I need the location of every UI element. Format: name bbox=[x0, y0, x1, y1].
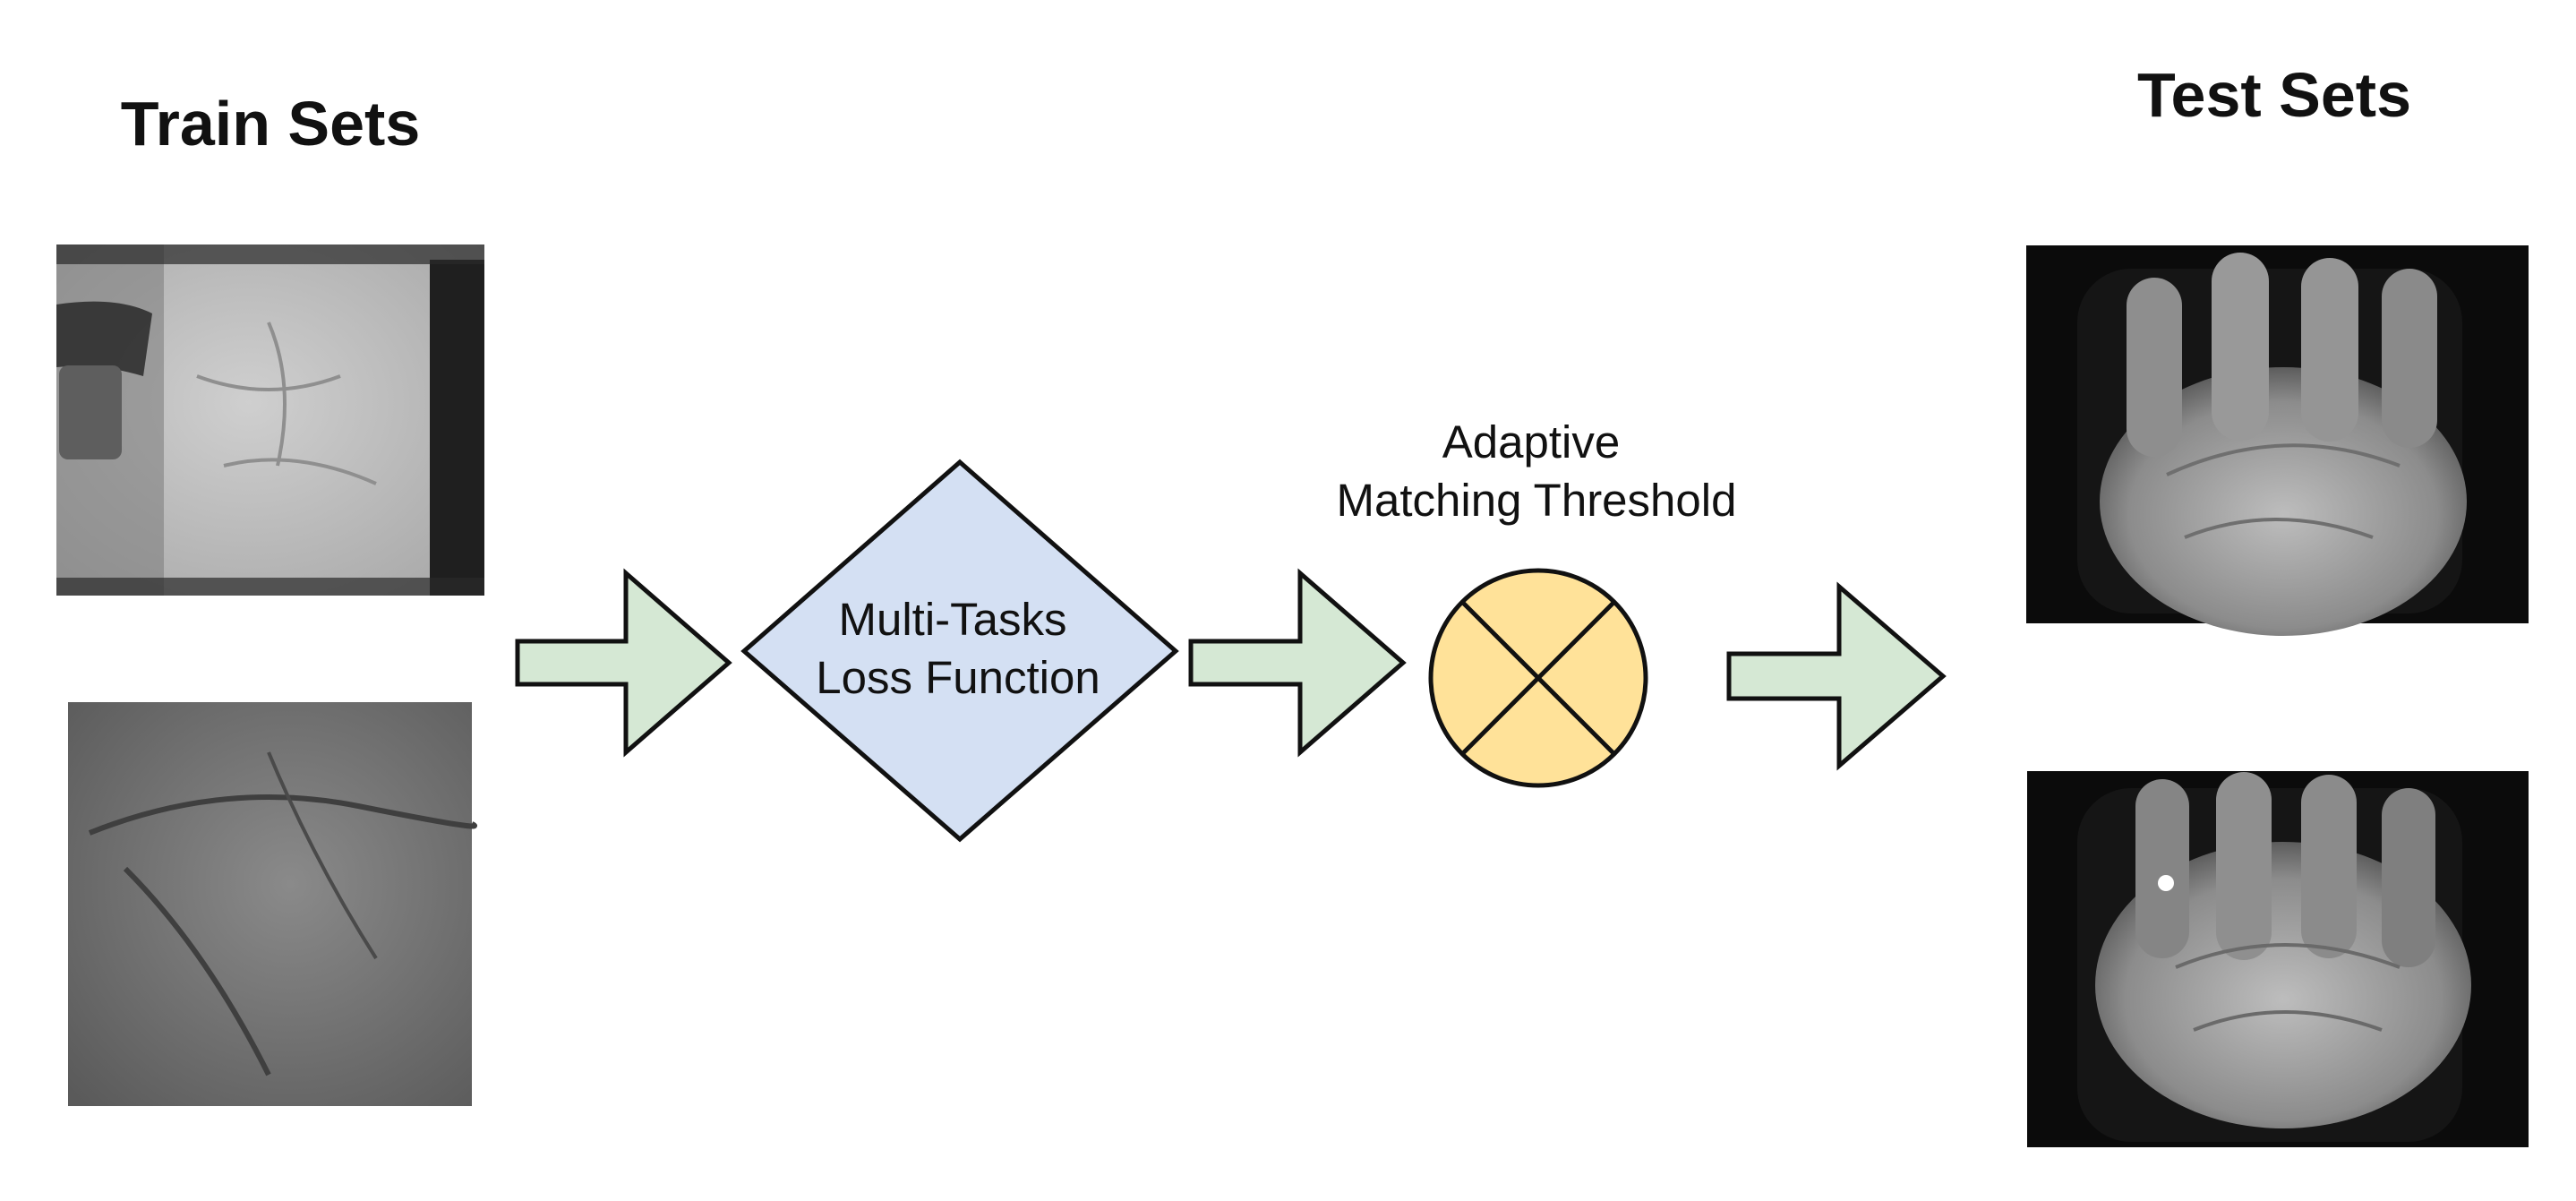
threshold-label-line2: Matching Threshold bbox=[1337, 475, 1737, 526]
multi-tasks-loss-node: Multi-Tasks Loss Function bbox=[740, 459, 1179, 843]
train-sets-title: Train Sets bbox=[121, 89, 421, 159]
loss-node-line2: Loss Function bbox=[816, 652, 1100, 703]
test-sets-title: Test Sets bbox=[2137, 60, 2411, 130]
loss-node-line1: Multi-Tasks bbox=[838, 594, 1066, 645]
x-circle-icon bbox=[1428, 568, 1648, 788]
test-image-palm-2 bbox=[2027, 771, 2529, 1147]
threshold-label-line1: Adaptive bbox=[1442, 416, 1620, 468]
right-arrow-icon bbox=[1188, 568, 1407, 758]
train-image-palm-closeup bbox=[68, 702, 477, 1106]
right-arrow-icon bbox=[1726, 581, 1947, 771]
train-image-palm-scanner bbox=[56, 244, 484, 596]
test-image-palm-1 bbox=[2026, 245, 2529, 636]
right-arrow-icon bbox=[515, 568, 732, 758]
